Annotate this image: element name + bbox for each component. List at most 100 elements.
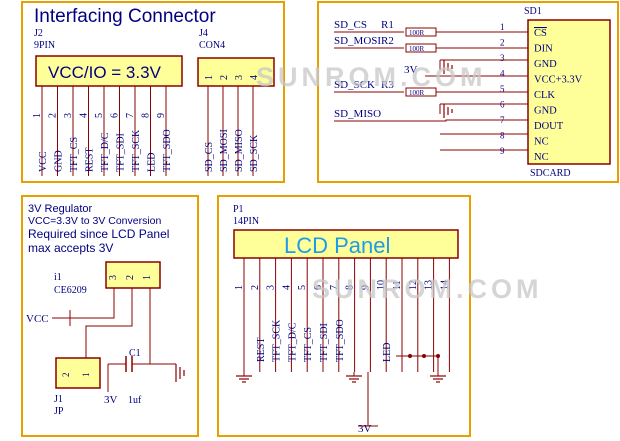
resistor-r2: 100R [405,43,437,53]
watermark-bottom: SUNROM.COM [312,274,543,304]
lcd-signal-6: TFT_SDI [319,323,330,362]
lcd-pin-number-10: 10 [376,280,387,290]
j4-pin-number-3: 3 [234,75,245,80]
sd-net-miso: SD_MISO [334,108,381,120]
sd-pin-number-2: 2 [500,38,505,48]
sd-net-cs: SD_CS [334,19,367,31]
sdcard-name: SDCARD [530,168,571,179]
j4-pin-number-2: 2 [219,75,230,80]
j2-pin-group: 1VCC2GND3TFT_CS4REST5TFT_D/C6TFT_SDI7TFT… [32,86,173,176]
lcd-pin-number-14: 14 [439,280,450,290]
lcd-pin-number-1: 1 [234,285,245,290]
j2-pin-number-4: 4 [79,113,90,118]
regulator-wires [69,288,160,392]
jumper-j1 [55,357,101,389]
jumper-pin-1: 1 [81,373,91,378]
j2-header-label: VCC/IO = 3.3V [48,63,162,82]
regulator-note-2: Required since LCD Panel [28,227,169,241]
interfacing-title: Interfacing Connector [34,6,216,27]
resistor-r1: 100R [405,27,437,37]
lcd-supply-label: 3V [358,423,372,435]
capacitor-c1 [120,356,160,372]
lcd-signal-4: TFT_D/C [287,322,298,362]
j2-signal-1: VCC [38,151,49,172]
regulator-note-3: max accepts 3V [28,241,113,255]
lcd-pin-number-8: 8 [345,285,356,290]
lcd-pin-number-13: 13 [424,280,435,290]
lcd-header [233,229,459,259]
j2-signal-5: TFT_D/C [100,132,111,172]
ic-name: CE6209 [54,285,87,296]
sd-pin-name-5: CLK [534,90,555,101]
j4-signal-2: SD_MOSI [219,129,230,172]
sd-pin-name-4: VCC+3.3V [534,75,583,86]
sd-supply-label: 3V [404,64,418,76]
sd-pin-name-1: CS [534,28,547,39]
lcd-pin-number-12: 12 [408,280,419,290]
sd-pin-number-9: 9 [500,146,505,156]
j2-pin-number-6: 6 [110,113,121,118]
j2-pin-number-5: 5 [94,113,105,118]
j4-signal-4: SD_SCK [249,134,260,172]
lcd-signal-5: TFT_CS [303,327,314,362]
jumper-pin-2: 2 [61,373,71,378]
j2-type: 9PIN [34,40,55,51]
resistor-r1-label: R1 [381,19,394,31]
lcd-signal-2: REST [256,338,267,362]
lcd-pin-number-7: 7 [329,285,340,290]
sd-pin-name-6: GND [534,106,557,117]
lcd-pin-number-3: 3 [266,285,277,290]
sd-net-sck: SD_SCK [334,79,375,91]
sdcard-wires [334,31,528,151]
j2-signal-3: TFT_CS [69,137,80,172]
j4-pin-number-1: 1 [204,75,215,80]
j4-header [197,57,275,87]
capacitor-ref: C1 [129,348,141,359]
regulator-ground-symbol [160,363,185,382]
j2-signal-8: LED [147,153,158,172]
sdcard-ground-symbols [443,60,453,118]
j4-type: CON4 [199,40,225,51]
resistor-r2-value: 100R [409,45,425,53]
jumper-name: JP [54,406,64,417]
sdcard-ref: SD1 [524,6,542,17]
jumper-ref: J1 [54,394,63,405]
regulator-ic [105,261,161,289]
lcd-signal-3: TFT_SCK [272,319,283,362]
sd-pin-name-7: DOUT [534,121,564,132]
j2-signal-7: TFT_SCK [131,129,142,172]
lcd-pin-number-6: 6 [313,285,324,290]
resistor-r3-label: R3 [381,79,394,91]
sd-pin-name-9: NC [534,152,549,163]
sd-pin-number-4: 4 [500,69,505,79]
capacitor-value: 1uf [128,395,142,406]
sd-pin-number-5: 5 [500,84,505,94]
sd-pin-name-8: NC [534,137,549,148]
j2-ref: J2 [34,28,43,39]
j2-signal-6: TFT_SDI [116,133,127,172]
sd-pin-number-8: 8 [500,131,505,141]
sdcard-frame [317,1,619,183]
interfacing-frame [21,1,285,183]
lcd-ref: P1 [233,204,244,215]
j2-pin-number-8: 8 [141,113,152,118]
ic-pin-1: 1 [142,275,153,280]
j4-signal-3: SD_MISO [234,129,245,172]
lcd-frame [217,195,471,437]
j2-pin-number-2: 2 [48,113,59,118]
resistor-r2-label: R2 [381,35,394,47]
lcd-signal-10: LED [382,343,393,362]
j2-signal-2: GND [54,150,65,172]
regulator-note-1: VCC=3.3V to 3V Conversion [28,215,162,227]
lcd-pin-number-5: 5 [297,285,308,290]
sd-pin-name-3: GND [534,59,557,70]
sd-pin-name-2: DIN [534,44,553,55]
j2-pin-number-1: 1 [32,113,43,118]
j2-pin-number-9: 9 [156,113,167,118]
